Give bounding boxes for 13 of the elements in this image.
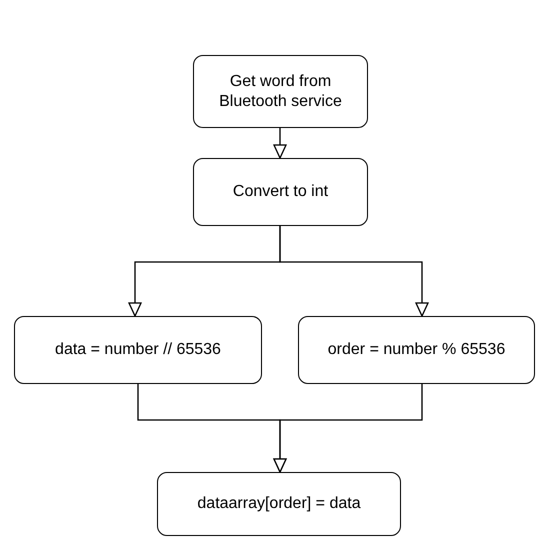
arrow <box>273 128 287 159</box>
step-text: data = number // 65536 <box>55 340 221 360</box>
step-text: Get word from Bluetooth service <box>218 72 343 112</box>
process-box <box>193 158 368 226</box>
process-box <box>14 316 262 384</box>
process-box <box>298 316 535 384</box>
arrow <box>273 384 423 473</box>
step-text: Convert to int <box>232 182 328 202</box>
process-box <box>157 472 401 536</box>
arrow <box>279 226 429 317</box>
process-box <box>193 55 368 128</box>
step-text: dataarray[order] = data <box>197 494 361 514</box>
step-text: order = number % 65536 <box>328 340 506 360</box>
